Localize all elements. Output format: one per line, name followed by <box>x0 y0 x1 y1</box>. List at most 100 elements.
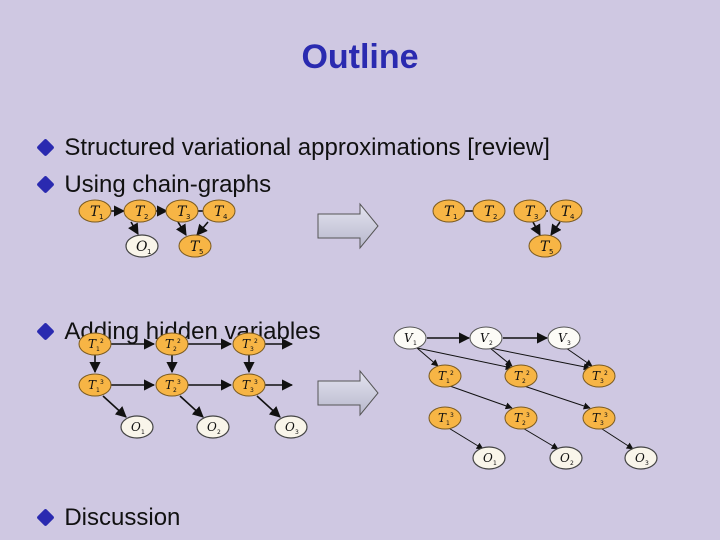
svg-text:1: 1 <box>453 213 457 221</box>
svg-text:3: 3 <box>177 379 181 386</box>
chain-right-node-T3: T 3 <box>513 199 547 223</box>
svg-text:1: 1 <box>413 340 417 347</box>
hidden-right-node-T3-3: T 3 3 <box>582 406 616 430</box>
svg-text:T: T <box>90 204 101 220</box>
right-arrow-icon <box>317 369 379 417</box>
svg-text:3: 3 <box>250 387 254 394</box>
hidden-left-node-T2-2: T 2 2 <box>155 332 189 356</box>
svg-text:T: T <box>525 204 536 220</box>
chain-right-node-T5: T 5 <box>528 234 562 258</box>
svg-text:T: T <box>165 378 174 392</box>
svg-text:T: T <box>540 239 551 255</box>
svg-text:2: 2 <box>493 213 497 221</box>
svg-text:1: 1 <box>96 387 100 394</box>
svg-text:T: T <box>444 204 455 220</box>
svg-text:O: O <box>635 451 645 465</box>
svg-text:O: O <box>483 451 493 465</box>
right-arrow-icon <box>317 202 379 250</box>
svg-text:1: 1 <box>446 378 450 385</box>
svg-text:1: 1 <box>493 460 497 467</box>
svg-text:3: 3 <box>600 378 604 385</box>
hidden-model-left: T 1 2 T 2 2 T 3 2 T 1 3 T 2 3 <box>78 332 308 439</box>
svg-text:3: 3 <box>295 429 299 436</box>
hidden-right-node-O2: O 2 <box>549 446 583 470</box>
hidden-right-node-V2: V 2 <box>469 326 503 350</box>
svg-text:T: T <box>177 204 188 220</box>
chain-right-node-T1: T 1 <box>432 199 466 223</box>
bullet-text: Using chain-graphs <box>64 171 272 198</box>
svg-text:2: 2 <box>526 370 530 377</box>
svg-text:2: 2 <box>100 338 104 345</box>
hidden-left-node-O3: O 3 <box>274 415 308 439</box>
chain-left-node-T4: T 4 <box>202 199 236 223</box>
hidden-left-node-O2: O 2 <box>196 415 230 439</box>
svg-text:3: 3 <box>450 412 454 419</box>
svg-text:V: V <box>404 331 414 345</box>
svg-text:2: 2 <box>144 213 148 221</box>
svg-text:2: 2 <box>217 429 221 436</box>
svg-text:3: 3 <box>534 213 538 221</box>
svg-text:3: 3 <box>254 379 258 386</box>
svg-text:T: T <box>165 337 174 351</box>
svg-text:1: 1 <box>141 429 145 436</box>
chain-right-node-T4: T 4 <box>549 199 583 223</box>
slide-title: Outline <box>301 38 419 76</box>
chain-left-node-T3: T 3 <box>165 199 199 223</box>
svg-text:3: 3 <box>567 340 571 347</box>
chain-left-node-T1: T 1 <box>78 199 112 223</box>
hidden-left-node-T3-3: T 3 3 <box>232 373 266 397</box>
svg-text:3: 3 <box>186 213 190 221</box>
chain-left-node-T2: T 2 <box>123 199 157 223</box>
svg-text:2: 2 <box>570 460 574 467</box>
hidden-model-right: V 1 V 2 V 3 T 1 2 T 2 2 T 3 2 <box>393 326 658 470</box>
hidden-right-node-O1: O 1 <box>472 446 506 470</box>
svg-text:2: 2 <box>522 378 526 385</box>
hidden-left-node-T1-2: T 1 2 <box>78 332 112 356</box>
svg-text:1: 1 <box>99 213 103 221</box>
svg-text:2: 2 <box>604 370 608 377</box>
bullet-discussion: Discussion <box>20 476 180 532</box>
bullet-text: Structured variational approximations [r… <box>64 134 550 161</box>
svg-text:3: 3 <box>645 460 649 467</box>
svg-text:O: O <box>207 420 217 434</box>
svg-text:1: 1 <box>96 346 100 353</box>
hidden-right-node-T1-3: T 1 3 <box>428 406 462 430</box>
svg-text:O: O <box>560 451 570 465</box>
hidden-right-node-T2-3: T 2 3 <box>504 406 538 430</box>
svg-text:T: T <box>514 369 523 383</box>
svg-text:5: 5 <box>549 248 553 256</box>
svg-text:T: T <box>242 378 251 392</box>
svg-text:2: 2 <box>173 346 177 353</box>
hidden-right-node-T3-2: T 3 2 <box>582 364 616 388</box>
svg-text:4: 4 <box>570 213 575 221</box>
chain-graph-left: T 1 T 2 T 3 T 4 O 1 T 5 <box>78 199 236 258</box>
bullet-text: Discussion <box>64 504 181 531</box>
hidden-right-node-V3: V 3 <box>547 326 581 350</box>
svg-text:O: O <box>131 420 141 434</box>
svg-text:3: 3 <box>100 379 104 386</box>
svg-text:1: 1 <box>446 420 450 427</box>
hidden-left-node-T3-2: T 3 2 <box>232 332 266 356</box>
hidden-left-node-O1: O 1 <box>120 415 154 439</box>
svg-text:T: T <box>592 411 601 425</box>
svg-text:1: 1 <box>147 248 151 256</box>
svg-text:2: 2 <box>254 338 258 345</box>
hidden-left-node-T1-3: T 1 3 <box>78 373 112 397</box>
svg-text:O: O <box>136 239 148 255</box>
svg-text:T: T <box>438 369 447 383</box>
svg-text:3: 3 <box>250 346 254 353</box>
svg-text:V: V <box>558 331 568 345</box>
svg-text:T: T <box>190 239 201 255</box>
chain-right-node-T2: T 2 <box>472 199 506 223</box>
svg-text:T: T <box>88 337 97 351</box>
chain-left-node-O1: O 1 <box>125 234 159 258</box>
bullet-structured-variational: Structured variational approximations [r… <box>20 106 550 162</box>
svg-text:3: 3 <box>526 412 530 419</box>
svg-text:3: 3 <box>604 412 608 419</box>
svg-text:T: T <box>135 204 146 220</box>
svg-text:2: 2 <box>522 420 526 427</box>
svg-text:2: 2 <box>450 370 454 377</box>
svg-text:T: T <box>514 411 523 425</box>
chain-graph-right: T 1 T 2 T 3 T 4 T 5 <box>432 199 583 258</box>
svg-text:T: T <box>242 337 251 351</box>
